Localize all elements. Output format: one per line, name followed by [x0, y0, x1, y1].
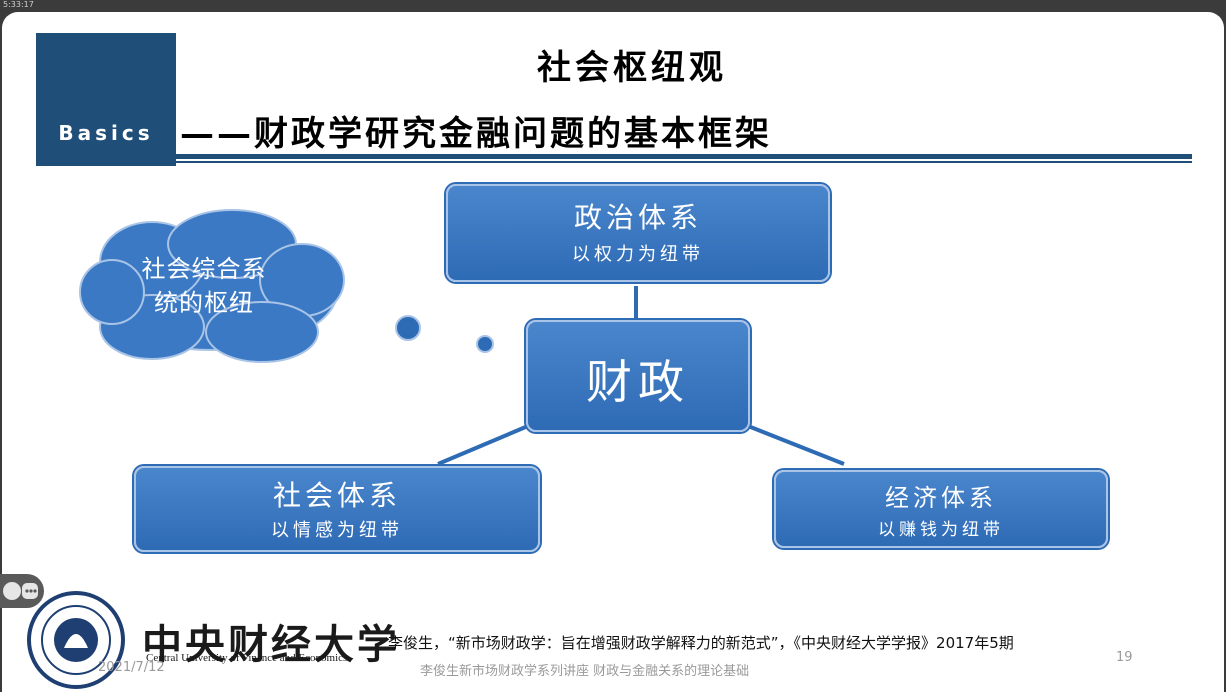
node-social-title: 社会体系: [272, 479, 401, 512]
citation-text: 李俊生，“新市场财政学：旨在增强财政学解释力的新范式”，《中央财经大学学报》20…: [388, 634, 1014, 652]
cloud-text: 社会综合系 统的枢纽: [114, 252, 294, 320]
thought-bubble-large: [395, 315, 421, 341]
presentation-slide: Basics 社会枢纽观 ——财政学研究金融问题的基本框架 社会综合系 统的枢纽…: [2, 12, 1224, 692]
university-name-cn: 中央财经大学: [142, 621, 400, 668]
slide-title: 社会枢纽观: [537, 48, 727, 88]
node-political: 政治体系 以权力为纽带: [446, 184, 830, 282]
node-political-title: 政治体系: [573, 201, 702, 234]
window-top-strip: [0, 0, 1226, 12]
node-center: 财政: [526, 320, 750, 432]
page-number: 19: [1116, 650, 1133, 665]
cloud-line-1: 社会综合系: [141, 255, 267, 283]
basics-label: Basics: [58, 121, 154, 145]
chat-bubble-icon: [3, 582, 38, 600]
slide-footer: 李俊生新市场财政学系列讲座 财政与金融关系的理论基础: [420, 664, 750, 679]
node-economic-title: 经济体系: [885, 484, 997, 512]
cloud-shape: [79, 209, 345, 363]
node-political-subtitle: 以权力为纽带: [572, 244, 704, 265]
university-seal-icon: [27, 591, 125, 689]
thought-bubble-small: [476, 335, 494, 353]
top-bar-label: 5:33:17: [3, 0, 34, 9]
basics-label-block: Basics: [36, 33, 176, 166]
node-social-subtitle: 以情感为纽带: [271, 520, 403, 541]
title-rule-thick: [176, 154, 1192, 159]
slide-subtitle: ——财政学研究金融问题的基本框架: [180, 114, 772, 154]
node-social: 社会体系 以情感为纽带: [134, 466, 540, 552]
title-rule-thin: [176, 161, 1192, 163]
connector-economic: [747, 424, 845, 466]
node-economic: 经济体系 以赚钱为纽带: [774, 470, 1108, 548]
node-center-label: 财政: [586, 355, 690, 409]
cloud-line-2: 统的枢纽: [154, 289, 254, 317]
connector-social: [437, 424, 529, 466]
connector-lines: [79, 209, 845, 466]
slide-date: 2021/7/12: [98, 660, 165, 675]
node-economic-subtitle: 以赚钱为纽带: [878, 520, 1004, 540]
floating-chat-button[interactable]: [0, 574, 44, 608]
university-name-en: Central University of Finance and Econom…: [146, 652, 348, 664]
